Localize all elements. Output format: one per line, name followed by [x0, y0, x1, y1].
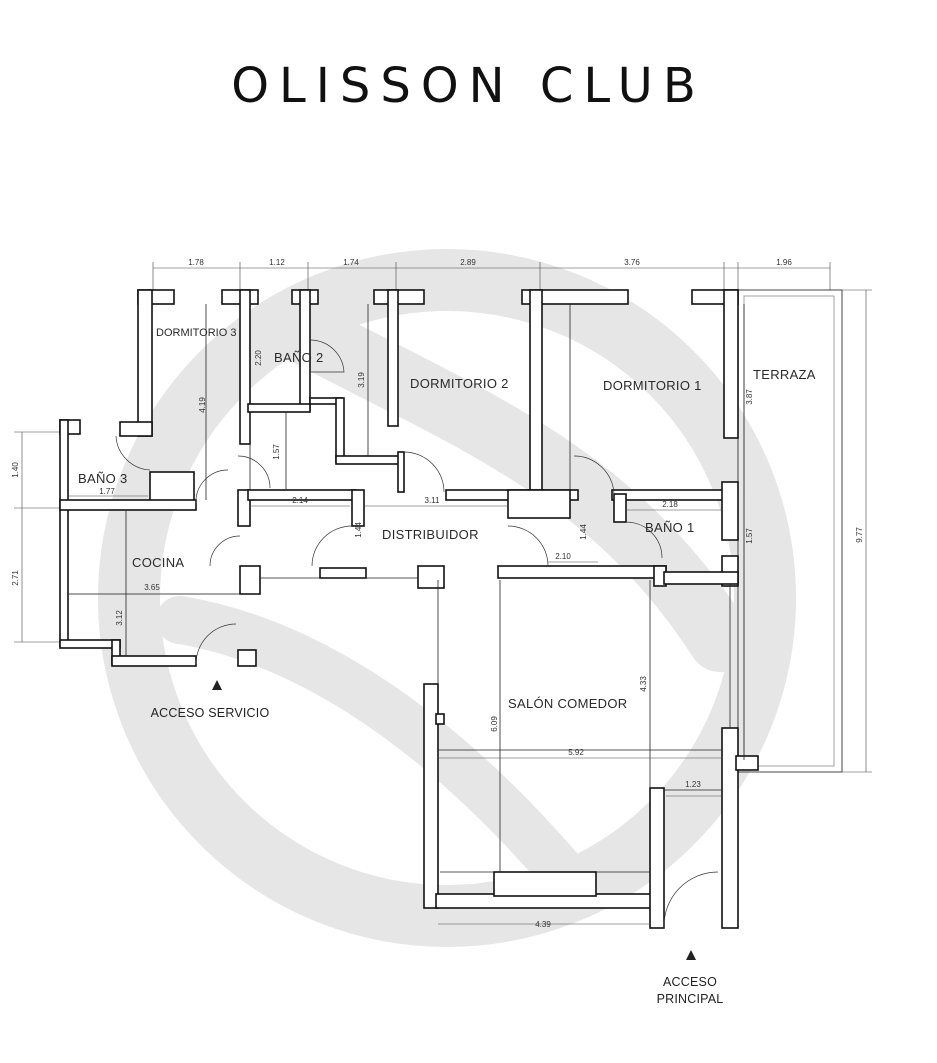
interior-dimensions — [68, 495, 745, 925]
right-dimension: 9.77 — [842, 289, 872, 773]
dim-dist-h2: 1.44 — [579, 524, 588, 540]
dim-top-5: 3.76 — [624, 258, 640, 267]
dim-top-1: 1.78 — [188, 258, 204, 267]
dim-cocina-width: 3.65 — [144, 583, 160, 592]
top-dimensions: 1.78 1.12 1.74 2.89 3.76 1.96 — [152, 258, 831, 290]
access-markers: ACCESO SERVICIO ACCESO PRINCIPAL — [151, 680, 724, 1006]
dim-salon-w: 5.92 — [568, 748, 584, 757]
dim-b2-height: 2.20 — [254, 350, 263, 366]
dim-salon-bottom: 4.39 — [535, 920, 551, 929]
dimension-values: 4.19 2.20 1.57 3.19 3.87 1.77 2.14 3.11 … — [99, 350, 754, 929]
acceso-principal-arrow-icon — [686, 950, 696, 960]
room-bano-1: BAÑO 1 — [645, 520, 694, 535]
doors — [115, 339, 719, 929]
brand-title: OLISSON CLUB — [231, 58, 706, 114]
dim-b2-lower: 1.57 — [272, 444, 281, 460]
dim-d1-height: 3.87 — [745, 389, 754, 405]
dim-dist-w: 2.10 — [555, 552, 571, 561]
room-dormitorio-3: DORMITORIO 3 — [156, 327, 236, 339]
acceso-principal-label-1: ACCESO — [663, 975, 717, 989]
dim-top-2: 1.12 — [269, 258, 285, 267]
room-dormitorio-1: DORMITORIO 1 — [603, 378, 702, 393]
dim-d2-height: 3.19 — [357, 372, 366, 388]
dim-b1-height: 1.57 — [745, 528, 754, 544]
dim-dist-mid: 3.11 — [425, 496, 441, 505]
acceso-servicio-label: ACCESO SERVICIO — [151, 706, 270, 720]
room-terraza: TERRAZA — [753, 367, 816, 382]
room-bano-3: BAÑO 3 — [78, 471, 127, 486]
dim-b3-height: 1.40 — [11, 462, 20, 478]
dim-dist-h1: 1.44 — [354, 522, 363, 538]
dim-b1-width: 2.18 — [662, 500, 678, 509]
room-dormitorio-2: DORMITORIO 2 — [410, 376, 509, 391]
dim-top-4: 2.89 — [460, 258, 476, 267]
room-salon-comedor: SALÓN COMEDOR — [508, 696, 627, 711]
room-cocina: COCINA — [132, 555, 184, 570]
room-distribuidor: DISTRIBUIDOR — [382, 527, 479, 542]
dim-salon-h1: 4.33 — [639, 676, 648, 692]
dim-top-3: 1.74 — [343, 258, 359, 267]
left-dimensions: 1.40 2.71 — [11, 431, 62, 643]
room-labels: DORMITORIO 3 BAÑO 2 DORMITORIO 2 DORMITO… — [78, 327, 816, 711]
dim-right-total: 9.77 — [855, 527, 864, 543]
dim-salon-h2: 6.09 — [490, 716, 499, 732]
dim-dist-left: 2.14 — [292, 496, 308, 505]
walls — [59, 289, 759, 929]
acceso-servicio-arrow-icon — [212, 680, 222, 690]
dim-salon-small: 1.23 — [685, 780, 701, 789]
acceso-principal-label-2: PRINCIPAL — [657, 992, 724, 1006]
dim-cocina-height: 2.71 — [11, 570, 20, 586]
dim-cocina-inner: 3.12 — [115, 610, 124, 626]
room-bano-2: BAÑO 2 — [274, 350, 323, 365]
dim-top-6: 1.96 — [776, 258, 792, 267]
dim-b3-width: 1.77 — [99, 487, 115, 496]
dim-d3-height: 4.19 — [198, 397, 207, 413]
